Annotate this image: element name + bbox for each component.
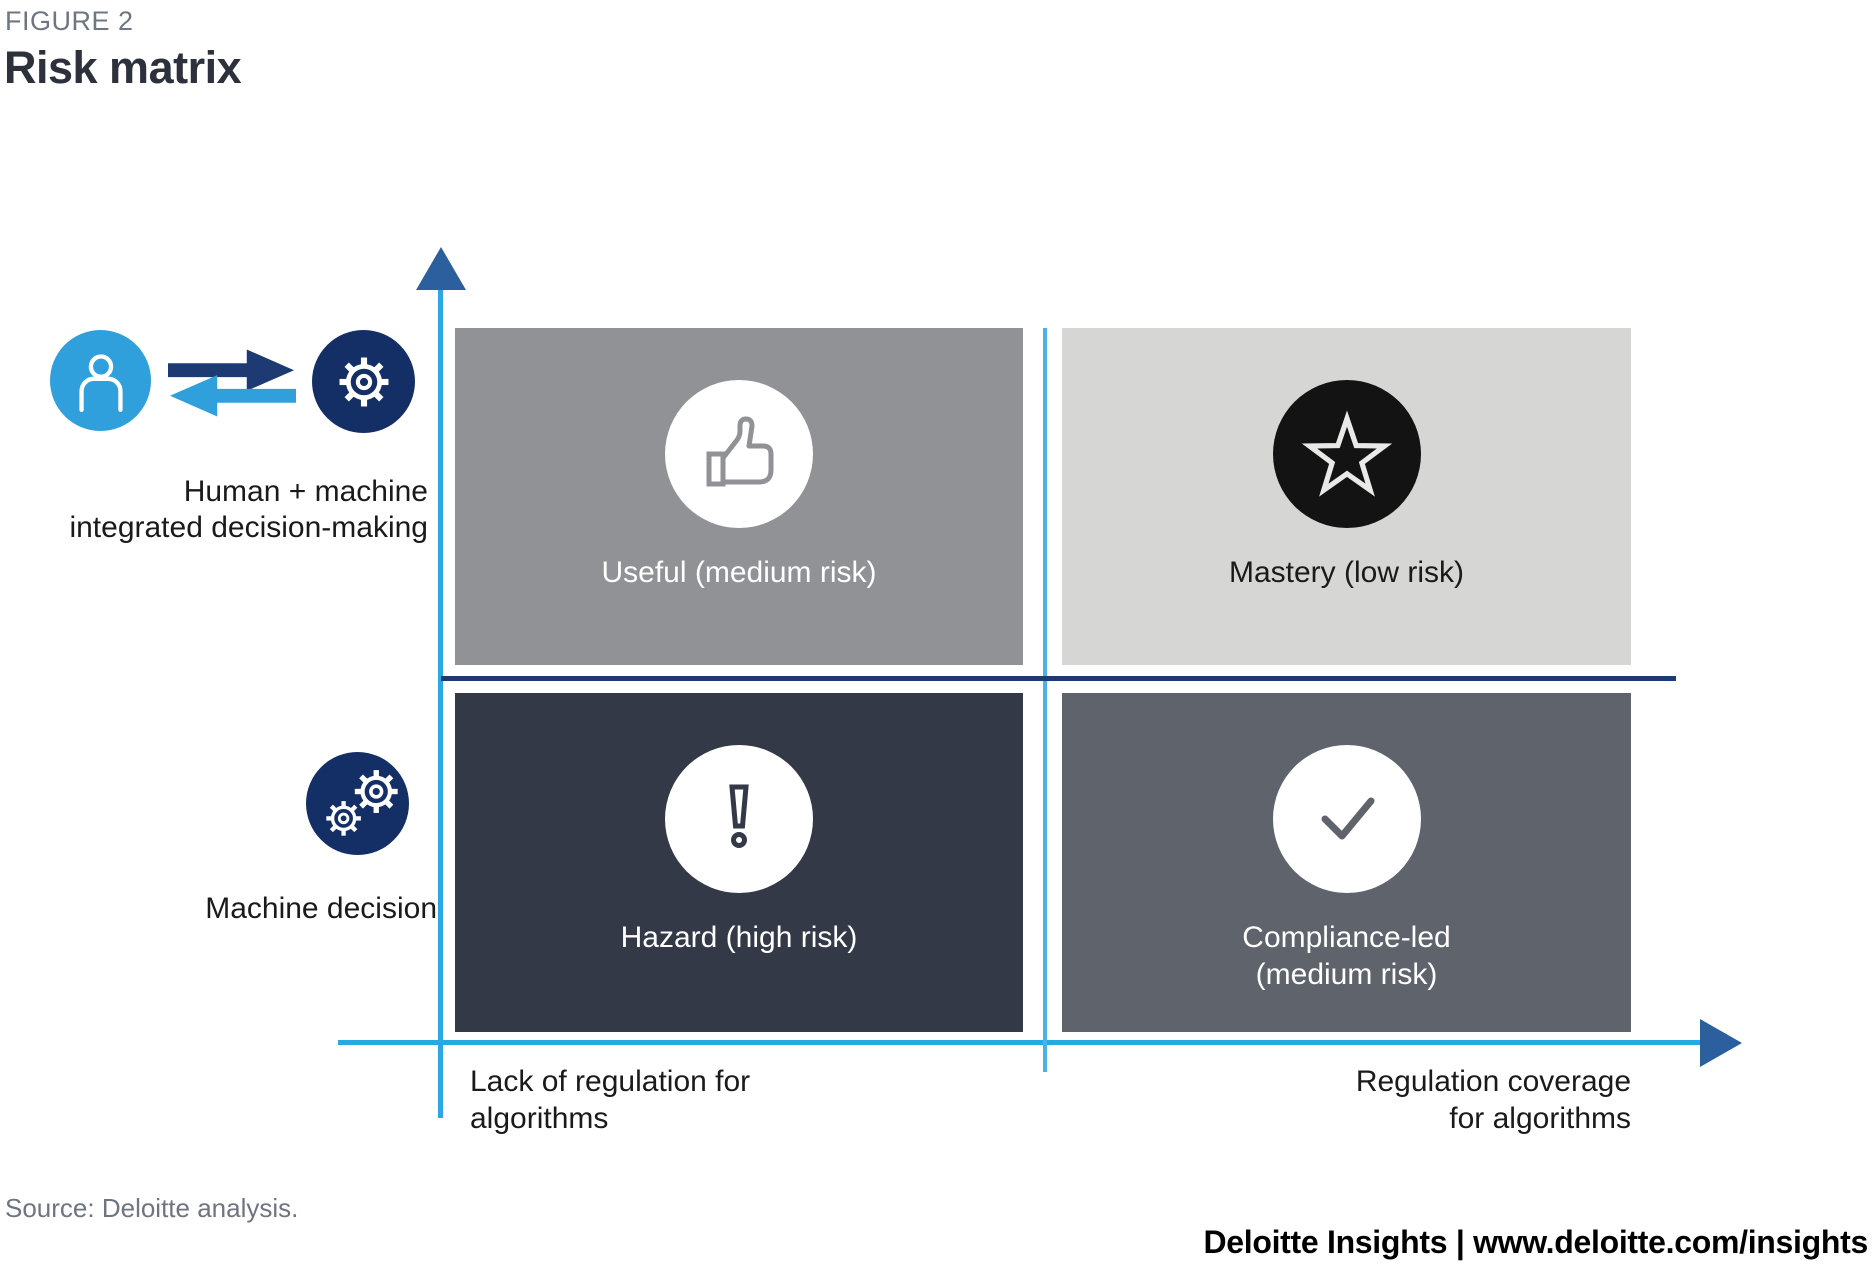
quadrant-useful-label: Useful (medium risk) (601, 556, 877, 589)
gear-icon (312, 330, 415, 433)
deloitte-insights-branding: Deloitte Insights | www.deloitte.com/ins… (1203, 1224, 1868, 1260)
x-axis-arrowhead-icon (1700, 1019, 1742, 1067)
human-machine-label: Human + machine integrated decision-maki… (69, 475, 428, 544)
row-divider-line (441, 676, 1676, 681)
x-axis-line (338, 1040, 1700, 1045)
quadrant-hazard-label: Hazard (high risk) (620, 921, 858, 954)
source-note: Source: Deloitte analysis. (5, 1193, 299, 1223)
machine-decision-label: Machine decision (205, 892, 437, 925)
star-icon (1272, 380, 1421, 528)
y-axis-arrowhead-icon (416, 247, 466, 290)
quadrant-useful: Useful (medium risk) (455, 328, 1023, 665)
figure-title: Risk matrix (4, 42, 242, 93)
quadrant-hazard: Hazard (high risk) (455, 693, 1023, 1032)
quadrant-mastery-label: Mastery (low risk) (1228, 556, 1464, 589)
y-axis-line (438, 290, 443, 1118)
checkmark-icon (1272, 745, 1421, 893)
exchange-arrows-icon (168, 347, 296, 419)
thumbs-up-icon (665, 380, 813, 528)
x-axis-right-label: Regulation coverage for algorithms (1355, 1065, 1631, 1135)
quadrant-mastery: Mastery (low risk) (1062, 328, 1631, 665)
person-icon (50, 330, 151, 431)
column-divider-line (1043, 328, 1047, 1072)
quadrant-compliance: Compliance-led (medium risk) (1062, 693, 1631, 1032)
gears-icon (306, 752, 409, 855)
figure-number: FIGURE 2 (5, 6, 134, 36)
quadrant-compliance-label: Compliance-led (medium risk) (1242, 921, 1451, 991)
x-axis-left-label: Lack of regulation for algorithms (470, 1065, 751, 1135)
exclamation-icon (665, 745, 813, 893)
